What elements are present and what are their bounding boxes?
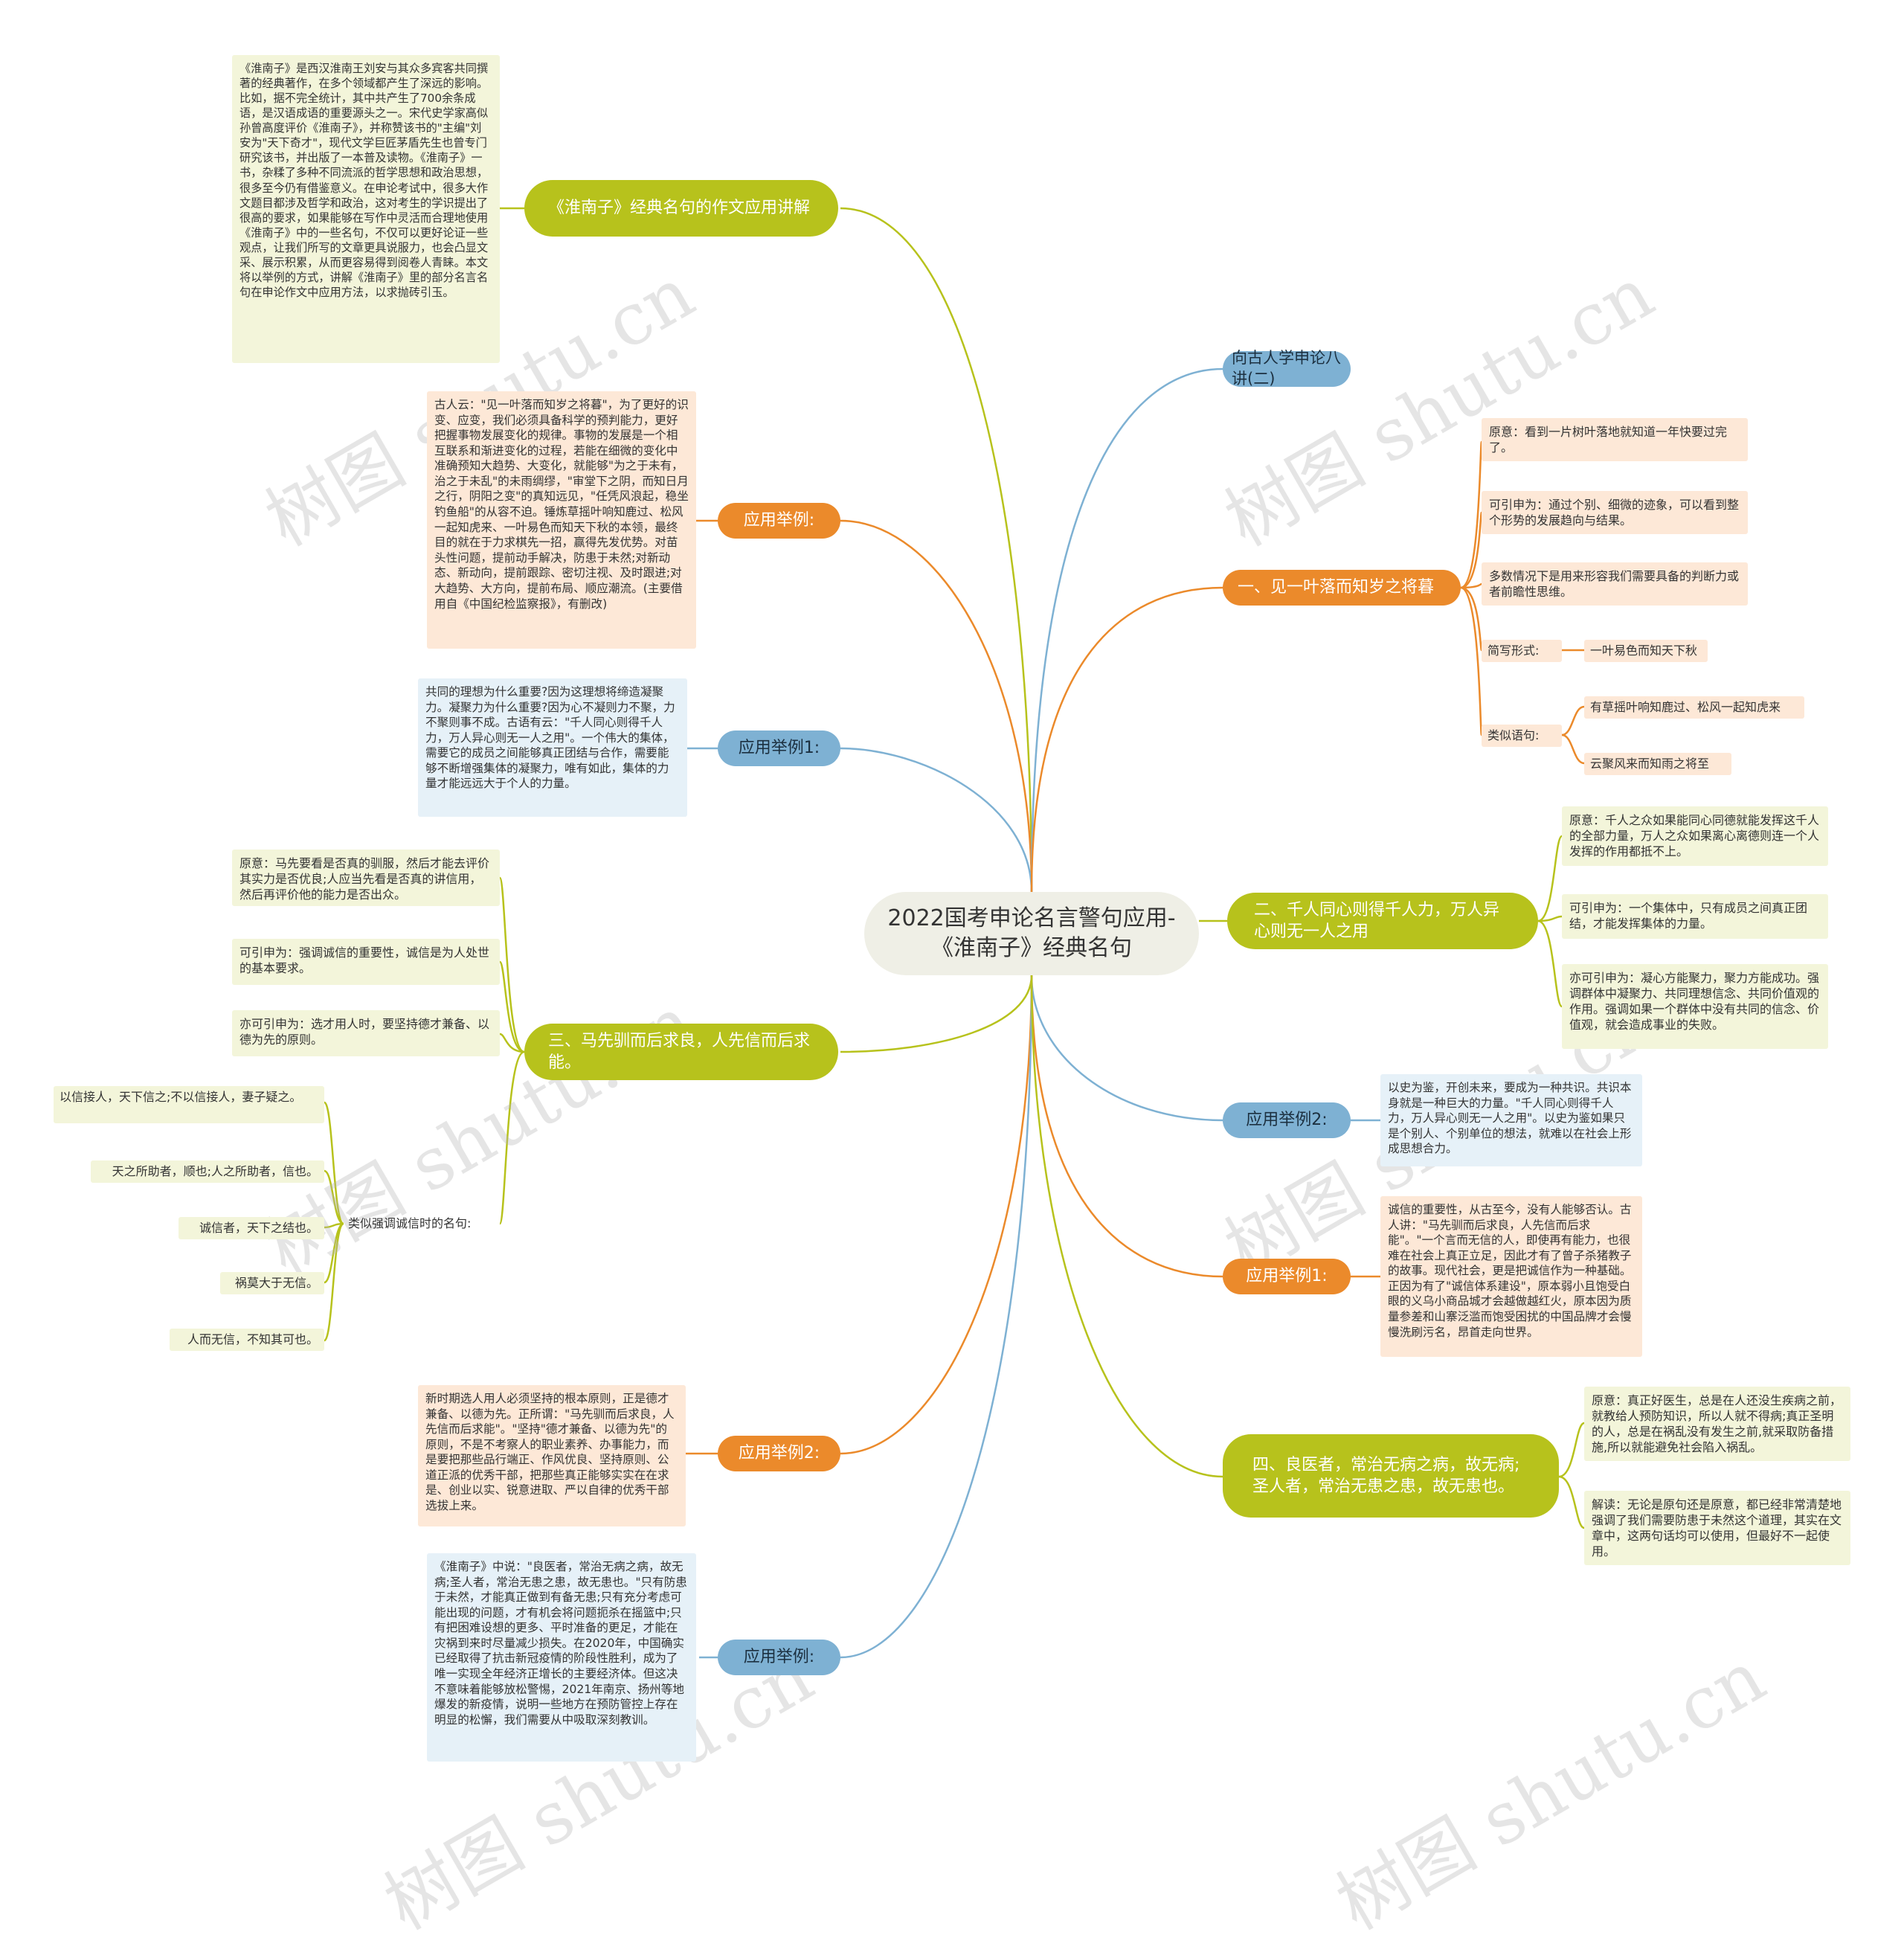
- link-center-r6: [1030, 974, 1223, 1478]
- branch-leaf-falls[interactable]: 一、见一叶落而知岁之将暮: [1223, 570, 1461, 606]
- horse-meaning: 原意：马先要看是否真的驯服，然后才能去评价其实力是否优良;人应当先看是否真的讲信…: [232, 850, 500, 906]
- branch-example-history[interactable]: 应用举例2:: [1223, 1102, 1351, 1138]
- leaf-similar-1: 有草摇叶响知鹿过、松风一起知虎来: [1584, 696, 1804, 719]
- branch-thousand-hearts[interactable]: 二、千人同心则得千人力，万人异心则无一人之用: [1227, 893, 1538, 949]
- horse-extension-2: 亦可引申为：选才用人时，要坚持德才兼备、以德为先的原则。: [232, 1010, 500, 1056]
- link-center-r4: [1030, 974, 1223, 1122]
- link-center-b5: [840, 974, 1033, 1455]
- leaf-meaning: 原意：看到一片树叶落地就知道一年快要过完了。: [1482, 418, 1748, 461]
- connector-lines: [323, 207, 1585, 1659]
- doctor-interpretation: 解读：无论是原句还是原意，都已经非常清楚地强调了我们需要防患于未然这个道理，其实…: [1584, 1491, 1850, 1565]
- link-center-r2: [1030, 586, 1223, 893]
- similar-quote-1: 以信接人，天下信之;不以信接人，妻子疑之。: [54, 1086, 324, 1123]
- link-center-b3: [840, 747, 1033, 893]
- leaf-short-label: 简写形式:: [1482, 640, 1562, 662]
- branch-huainanzi-explain[interactable]: 《淮南子》经典名句的作文应用讲解: [524, 180, 838, 237]
- horse-extension-1: 可引申为：强调诚信的重要性，诚信是为人处世的基本要求。: [232, 939, 500, 985]
- similar-quote-2: 天之所助者，顺也;人之所助者，信也。: [91, 1160, 324, 1183]
- similar-quote-3: 诚信者，天下之结也。: [178, 1217, 324, 1239]
- link-center-b2: [840, 519, 1033, 893]
- branch-example-integrity[interactable]: 应用举例1:: [1223, 1259, 1351, 1294]
- leaf-similar-2: 云聚风来而知雨之将至: [1584, 753, 1731, 775]
- link-center-b1: [840, 207, 1033, 893]
- example-2-text: 新时期选人用人必须坚持的根本原则，正是德才兼备、以德为先。正所谓："马先驯而后求…: [418, 1385, 686, 1526]
- hearts-extension-1: 可引申为：一个集体中，只有成员之间真正团结，才能发挥集体的力量。: [1562, 894, 1828, 939]
- leaf-extension: 可引申为：通过个别、细微的迹象，可以看到整个形势的发展趋向与结果。: [1482, 491, 1748, 534]
- hearts-extension-2: 亦可引申为：凝心方能聚力，聚力方能成功。强调群体中凝聚力、共同理想信念、共同价值…: [1562, 964, 1828, 1049]
- example-doctor-text: 《淮南子》中说："良医者，常治无病之病，故无病;圣人者，常治无患之患，故无患也。…: [427, 1553, 696, 1762]
- example-unity-text: 共同的理想为什么重要?因为这理想将缔造凝聚力。凝聚力为什么重要?因为心不凝则力不…: [418, 678, 687, 817]
- link-center-b4: [840, 974, 1033, 1053]
- link-center-b6: [840, 974, 1033, 1659]
- similar-quote-4: 祸莫大于无信。: [220, 1272, 324, 1294]
- center-topic[interactable]: 2022国考申论名言警句应用-《淮南子》经典名句: [864, 892, 1199, 975]
- example-history-text: 以史为鉴，开创未来，要成为一种共识。共识本身就是一种巨大的力量。"千人同心则得千…: [1380, 1074, 1642, 1166]
- branch-good-doctor[interactable]: 四、良医者，常治无病之病，故无病;圣人者，常治无患之患，故无患也。: [1223, 1434, 1559, 1518]
- similar-quote-5: 人而无信，不知其可也。: [170, 1329, 324, 1351]
- branch-lecture-series[interactable]: 向古人学申论八讲(二): [1223, 349, 1351, 388]
- leaf-similar-label: 类似语句:: [1482, 725, 1562, 747]
- example-1-text: 古人云："见一叶落而知岁之将暮"，为了更好的识变、应变，我们必须具备科学的预判能…: [427, 391, 696, 649]
- similar-quotes-label: 类似强调诚信时的名句:: [348, 1216, 472, 1230]
- branch-horse-trust[interactable]: 三、马先驯而后求良，人先信而后求能。: [524, 1024, 838, 1080]
- branch-example-doctor[interactable]: 应用举例:: [718, 1640, 840, 1675]
- link-center-r5: [1030, 974, 1223, 1278]
- link-center-r1: [1030, 367, 1223, 893]
- branch-example-2[interactable]: 应用举例2:: [718, 1436, 840, 1471]
- leaf-short-form: 一叶易色而知天下秋: [1584, 640, 1708, 662]
- intro-text: 《淮南子》是西汉淮南王刘安与其众多宾客共同撰著的经典著作，在多个领域都产生了深远…: [232, 55, 500, 363]
- leaf-usage: 多数情况下是用来形容我们需要具备的判断力或者前瞻性思维。: [1482, 562, 1748, 606]
- hearts-meaning: 原意：千人之众如果能同心同德就能发挥这千人的全部力量，万人之众如果离心离德则连一…: [1562, 806, 1828, 866]
- branch-example-1[interactable]: 应用举例:: [718, 503, 840, 539]
- branch-example-unity[interactable]: 应用举例1:: [718, 731, 840, 766]
- doctor-meaning: 原意：真正好医生，总是在人还没生疾病之前，就教给人预防知识，所以人就不得病;真正…: [1584, 1387, 1850, 1461]
- example-integrity-text: 诚信的重要性，从古至今，没有人能够否认。古人讲："马先驯而后求良，人先信而后求能…: [1380, 1196, 1642, 1357]
